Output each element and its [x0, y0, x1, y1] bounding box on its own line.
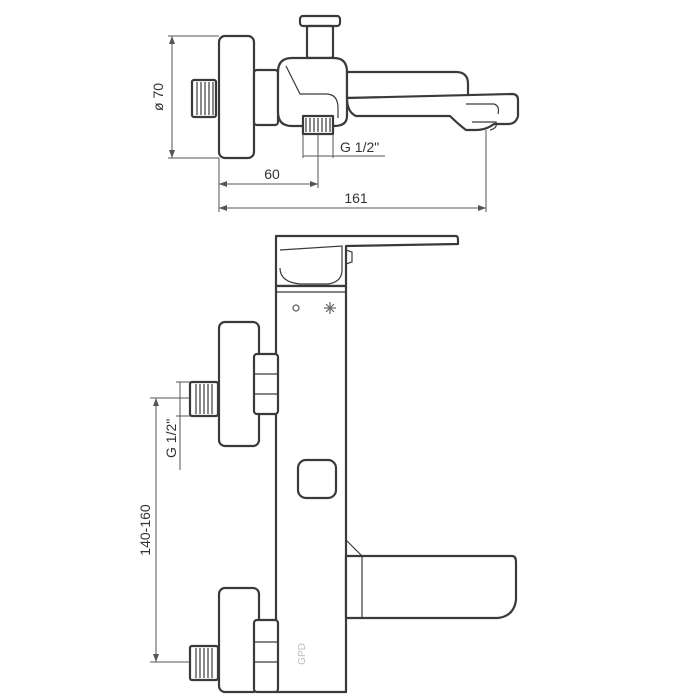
- dim-length: 161: [219, 130, 487, 212]
- dim-length-label: 161: [344, 190, 368, 206]
- diverter-button: [296, 458, 338, 500]
- lever-handle: [274, 234, 460, 288]
- top-view: ø 70 G 1/2" 60 161: [150, 14, 520, 212]
- dim-top-thread-label: G 1/2": [340, 139, 379, 155]
- top-thread-fitting: [190, 78, 218, 119]
- top-flange-disc: [217, 34, 256, 160]
- top-spout: [345, 70, 520, 132]
- top-body-connector: [252, 68, 280, 127]
- dim-spacing-label: 140-160: [137, 504, 153, 556]
- diverter-knob: [298, 14, 342, 60]
- lower-connector: [188, 586, 280, 694]
- front-spout: [344, 554, 518, 620]
- dim-front-thread: G 1/2": [163, 381, 190, 470]
- brand-logo: GPD: [297, 643, 308, 665]
- upper-connector: [188, 320, 280, 448]
- dim-front-thread-label: G 1/2": [163, 419, 179, 458]
- hot-cold-marks: [292, 302, 336, 314]
- dim-offset: 60: [218, 134, 319, 212]
- dim-diameter-label: ø 70: [150, 83, 166, 111]
- front-view: GPD: [137, 234, 518, 694]
- dim-top-thread: G 1/2": [302, 134, 385, 158]
- dim-spacing: 140-160: [137, 397, 190, 663]
- dim-offset-label: 60: [264, 166, 280, 182]
- dim-diameter: ø 70: [150, 35, 219, 159]
